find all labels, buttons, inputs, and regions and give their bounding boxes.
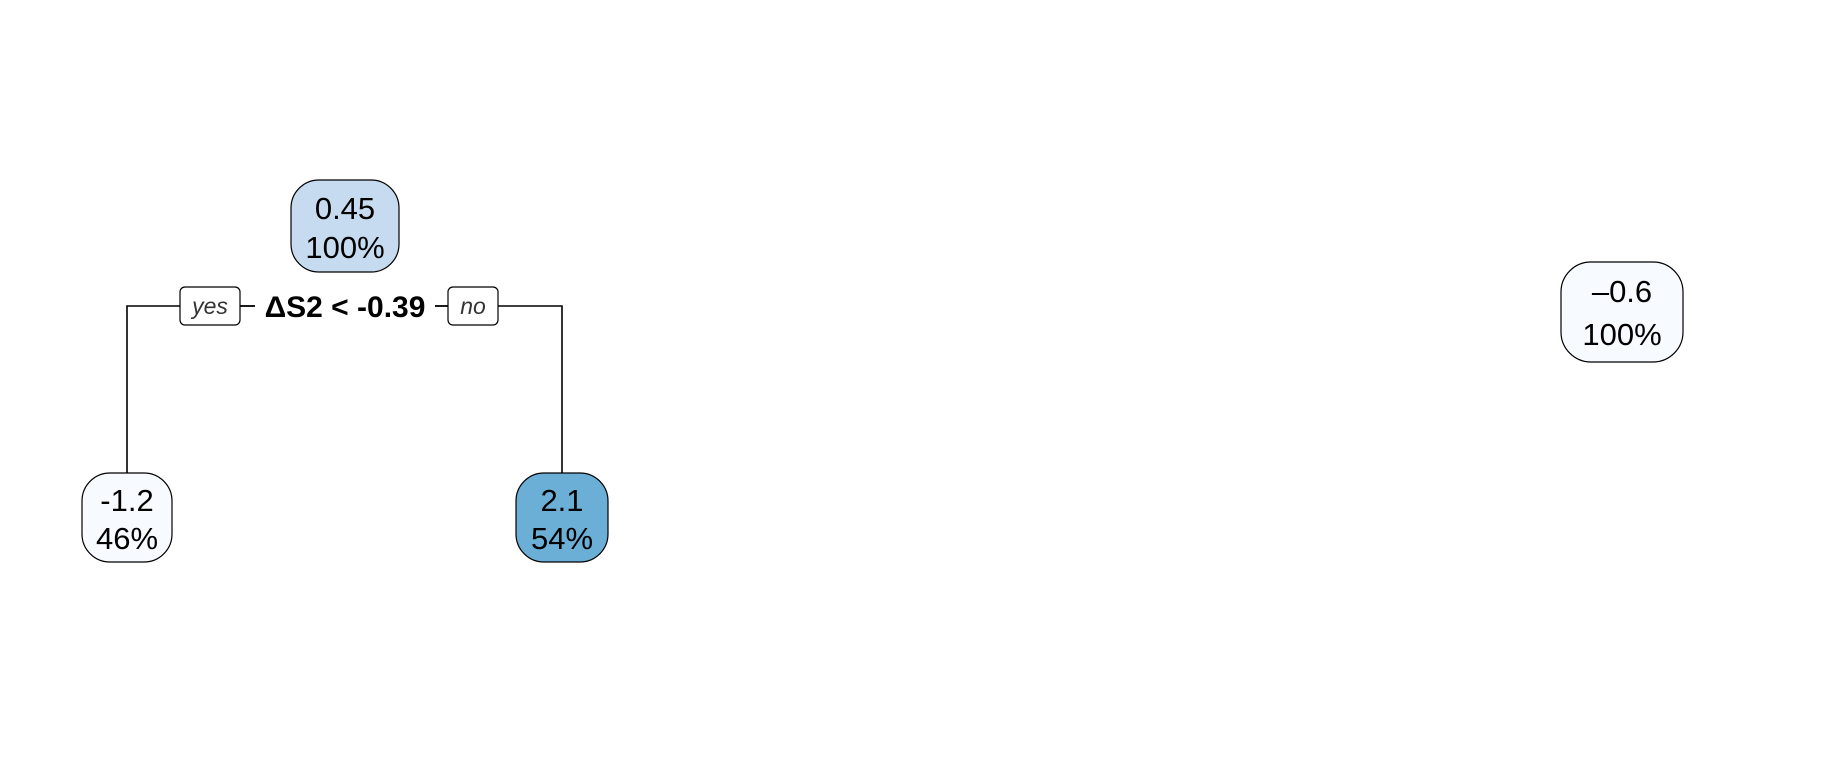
root-node-box <box>290 179 400 273</box>
edge-right <box>435 305 563 473</box>
no-label: no <box>460 293 486 319</box>
tree-2-root-percent: 100% <box>1582 317 1661 352</box>
tree-2-root-box <box>1560 261 1684 363</box>
tree-1-right-leaf: 2.1 54% <box>515 472 609 563</box>
edge-left <box>126 305 255 473</box>
right-leaf-box <box>515 472 609 563</box>
yes-label: yes <box>190 293 228 319</box>
left-leaf-box <box>81 472 173 563</box>
tree-1-split: yes ΔS2 < -0.39 no <box>179 286 499 326</box>
tree-1-left-leaf: -1.2 46% <box>81 472 173 563</box>
tree-1-edges <box>126 305 563 473</box>
right-leaf-value: 2.1 <box>540 483 583 518</box>
tree-1-root-node: 0.45 100% <box>290 179 400 273</box>
no-label-box <box>447 286 499 326</box>
tree-2-root-node: –0.6 100% <box>1560 261 1684 363</box>
split-condition: ΔS2 < -0.39 <box>265 291 426 324</box>
left-leaf-value: -1.2 <box>100 483 153 518</box>
root-node-value: 0.45 <box>315 191 375 226</box>
tree-2-root-value: –0.6 <box>1592 274 1652 309</box>
right-leaf-percent: 54% <box>531 521 593 556</box>
root-node-percent: 100% <box>305 230 384 265</box>
left-leaf-percent: 46% <box>96 521 158 556</box>
